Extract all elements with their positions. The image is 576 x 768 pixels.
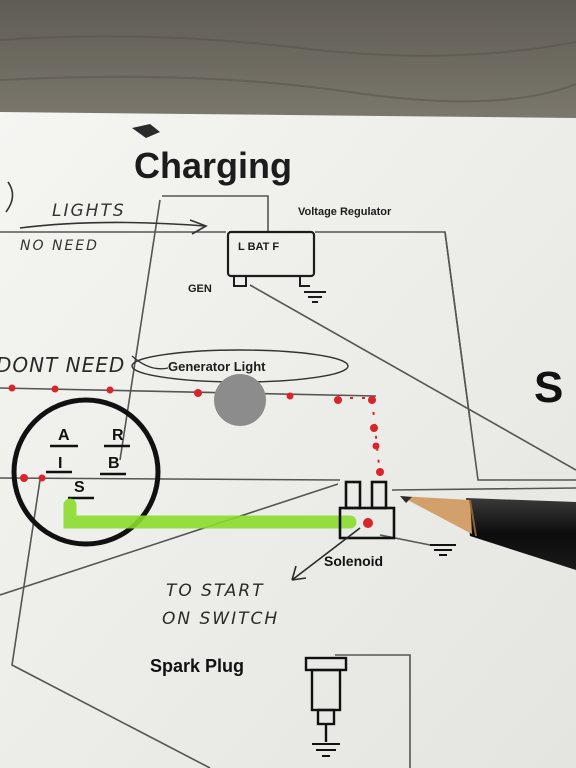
voltage-regulator-label: Voltage Regulator: [298, 206, 392, 218]
switch-terminal-a: A: [58, 427, 70, 444]
regulator-feet: [233, 276, 310, 287]
handwritten-on-switch: ON SWITCH: [162, 609, 279, 629]
spark-plug-icon: [304, 656, 348, 742]
lights-underline: [19, 221, 206, 229]
regulator-terminals: L BAT F: [238, 241, 279, 253]
switch-terminal-s: S: [74, 479, 85, 496]
handwritten-no-need: NO NEED: [20, 238, 99, 254]
red-marker-path: [338, 397, 381, 476]
handwritten-lights: LIGHTS: [52, 201, 126, 221]
solenoid-red-dot: [363, 518, 373, 528]
table-surface: [0, 0, 576, 130]
to-start-arrow: [291, 527, 361, 581]
generator-light-bulb: [214, 374, 266, 426]
wire-lines: [0, 195, 576, 768]
pencil: [400, 496, 576, 570]
spark-plug-ground-symbol: [312, 743, 340, 757]
solenoid: [338, 480, 396, 540]
partial-right-letter: S: [534, 363, 563, 412]
switch-terminal-r: R: [112, 427, 124, 444]
red-marker-dots: [8, 384, 384, 482]
gen-label: GEN: [188, 283, 212, 295]
staple-mark: [132, 124, 160, 138]
lights-arrow: [189, 219, 208, 235]
regulator-ground-symbol: [304, 291, 326, 303]
generator-light-label: Generator Light: [168, 359, 266, 374]
solenoid-label: Solenoid: [324, 553, 383, 569]
diagram-title: Charging: [134, 145, 292, 186]
table-texture: [0, 35, 576, 103]
paper-sheet: [0, 112, 576, 768]
handwritten-dont-need: DONT NEED: [0, 353, 125, 377]
handwritten-bracket: [5, 181, 14, 213]
solenoid-ground-symbol: [430, 544, 456, 556]
green-highlight-trace: [63, 498, 357, 529]
spark-plug-label: Spark Plug: [150, 656, 244, 676]
dont-need-tail: [131, 355, 169, 370]
handwritten-to-start: TO START: [166, 581, 265, 601]
switch-terminal-i: I: [58, 455, 62, 472]
switch-terminal-b: B: [108, 455, 120, 472]
voltage-regulator-box: [226, 230, 316, 278]
ignition-switch: [11, 397, 161, 547]
switch-terminal-bars: [46, 444, 130, 500]
